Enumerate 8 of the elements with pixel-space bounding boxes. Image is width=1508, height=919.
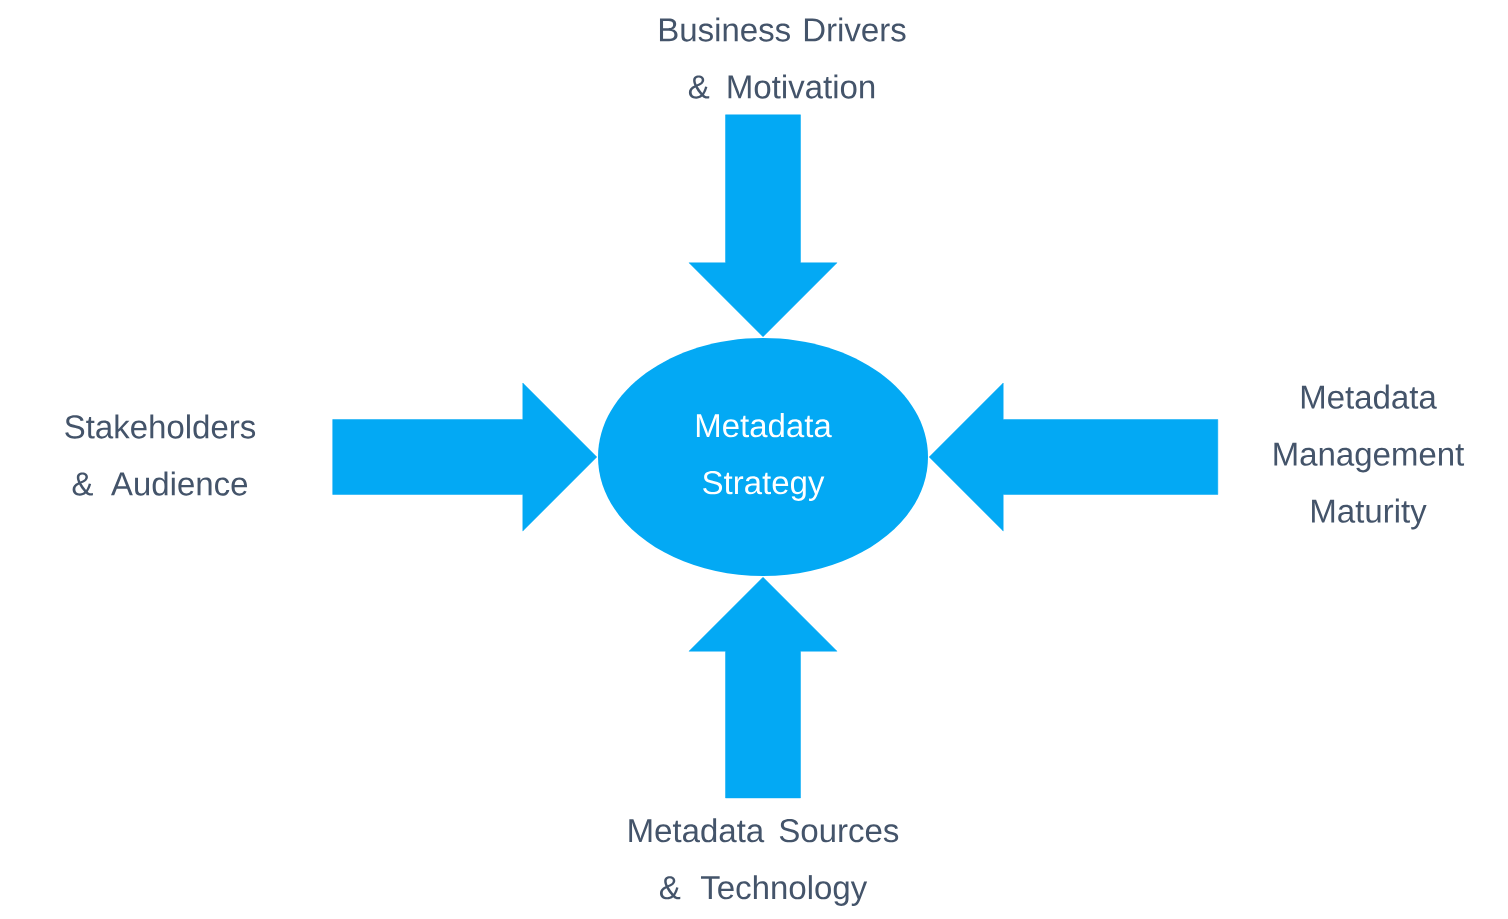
input-label: Metadata Management Maturity <box>1274 384 1465 530</box>
block-arrow <box>332 382 598 532</box>
input-label: Stakeholders & Audience <box>65 414 256 496</box>
block-arrow <box>688 576 838 799</box>
block-arrow <box>928 382 1219 532</box>
block-arrow <box>688 114 838 338</box>
input-label: Metadata Sources & Technology <box>629 818 899 906</box>
input-label: Business Drivers & Motivation <box>659 17 906 99</box>
